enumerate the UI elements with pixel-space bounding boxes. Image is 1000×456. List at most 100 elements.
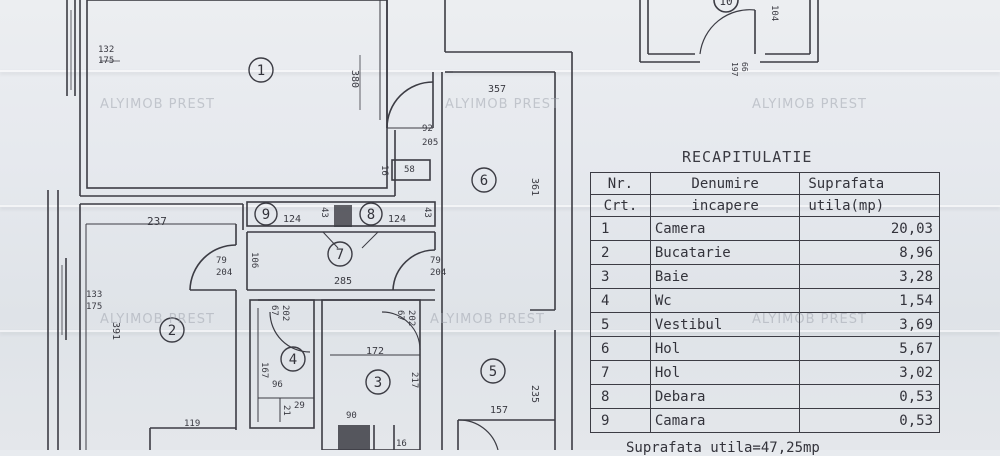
room-number-2: 2 [168,323,176,339]
dim-wall-16: 16 [379,165,389,176]
paper-crease [0,205,1000,207]
room-number-6: 6 [480,173,488,189]
row-nr: 3 [590,264,651,289]
table-row: 7 Hol 3,02 [590,360,940,385]
row-name: Wc [649,288,801,313]
watermark: ALYIMOB PREST [445,97,560,112]
table-row: 8 Debara 0,53 [590,384,940,409]
west-wall [47,0,76,450]
table-row: 4 Wc 1,54 [590,288,940,313]
header-denumire: Denumire [649,172,801,195]
room-number-5: 5 [489,364,497,380]
room-number-3: 3 [374,375,382,391]
table-row: 1 Camera 20,03 [590,216,940,241]
watermark: ALYIMOB PREST [430,312,545,327]
row-name: Bucatarie [649,240,801,265]
table-row: 3 Baie 3,28 [590,264,940,289]
dim-r10-door-a: 66 [740,62,749,72]
room-1-outline [79,0,396,197]
dim-r5-w: 157 [490,405,508,416]
watermark: ALYIMOB PREST [752,97,867,112]
dim-window2-b: 175 [86,302,102,312]
header-crt: Crt. [590,194,651,217]
header-incapere: incapere [649,194,801,217]
paper-crease [0,70,1000,72]
paper-crease [0,330,1000,332]
dim-bath-bottom: 90 [346,411,357,421]
room-5-outline [457,330,556,450]
dim-small-21: 21 [281,405,291,416]
dim-door-hol-a: 79 [430,256,441,266]
room-4-outline [249,299,315,429]
row-name: Vestibul [649,312,801,337]
recap-header-row: Nr. Denumire Suprafata [590,172,940,195]
row-area: 5,67 [799,336,940,361]
entrance-door [386,81,434,129]
dim-r2-width: 237 [147,215,167,228]
row-area: 20,03 [799,216,940,241]
dim-window2-a: 133 [86,290,102,300]
dim-r2-depth: 391 [110,322,121,340]
dim-r7-w: 285 [334,276,352,287]
row-name: Hol [649,336,801,361]
room-10-outline [639,0,819,63]
dim-small-43a: 43 [319,207,329,218]
row-name: Camara [649,408,801,433]
dim-bath-w: 172 [366,346,384,357]
room-3-outline [321,299,421,450]
dim-entry-b: 205 [422,138,438,148]
dim-door-hol-b: 204 [430,268,446,278]
row-name: Hol [649,360,801,385]
dim-bath-door-b: 202 [406,310,416,326]
dim-window1-a: 132 [98,45,114,55]
row-area: 0,53 [799,384,940,409]
row-nr: 7 [590,360,651,385]
dim-r7-h: 106 [249,252,259,268]
header-suprafata: Suprafata [799,172,940,195]
dim-bath-door-a: 67 [395,310,405,321]
row-name: Baie [649,264,801,289]
row-nr: 9 [590,408,651,433]
room-number-4: 4 [289,352,297,368]
room-number-7: 7 [336,247,344,263]
dim-wc-door-a: 67 [269,305,279,316]
room-number-9: 9 [262,207,270,223]
room-number-circles [159,57,506,395]
dim-hol-top: 357 [488,84,506,95]
dim-entry-a: 92 [422,124,433,134]
dim-wc-door-b: 202 [280,305,290,321]
row-area: 1,54 [799,288,940,313]
room-number-8: 8 [367,207,375,223]
row-nr: 6 [590,336,651,361]
dim-r1-width: 380 [349,70,360,88]
table-row: 5 Vestibul 3,69 [590,312,940,337]
dim-wc-w: 96 [272,380,283,390]
table-row: 9 Camara 0,53 [590,408,940,433]
dim-bath-h: 217 [409,372,419,388]
dim-door-r2-a: 79 [216,256,227,266]
table-row: 2 Bucatarie 8,96 [590,240,940,265]
table-row: 6 Hol 5,67 [590,336,940,361]
recap-total: Suprafata utila=47,25mp [626,440,820,456]
room-7-door [392,249,436,291]
hol-frame [432,0,573,450]
row-nr: 1 [590,216,651,241]
watermark: ALYIMOB PREST [100,312,215,327]
recap-table: Nr. Denumire Suprafata Crt. incapere uti… [590,172,940,433]
small-box-16-58 [391,159,431,181]
header-utila: utila(mp) [799,194,940,217]
row-nr: 8 [590,384,651,409]
row-area: 0,53 [799,408,940,433]
header-nr: Nr. [590,172,651,195]
dim-small-43b: 43 [422,207,432,218]
dim-door-r2-b: 204 [216,268,232,278]
recap-header-row: Crt. incapere utila(mp) [590,194,940,217]
dim-window1-b: 175 [98,56,114,66]
row-name: Camera [649,216,801,241]
dim-small-29: 29 [294,401,305,411]
dim-r2-bottom: 119 [184,419,200,429]
row-area: 3,28 [799,264,940,289]
watermark: ALYIMOB PREST [100,97,215,112]
room-2-outline [79,203,244,450]
